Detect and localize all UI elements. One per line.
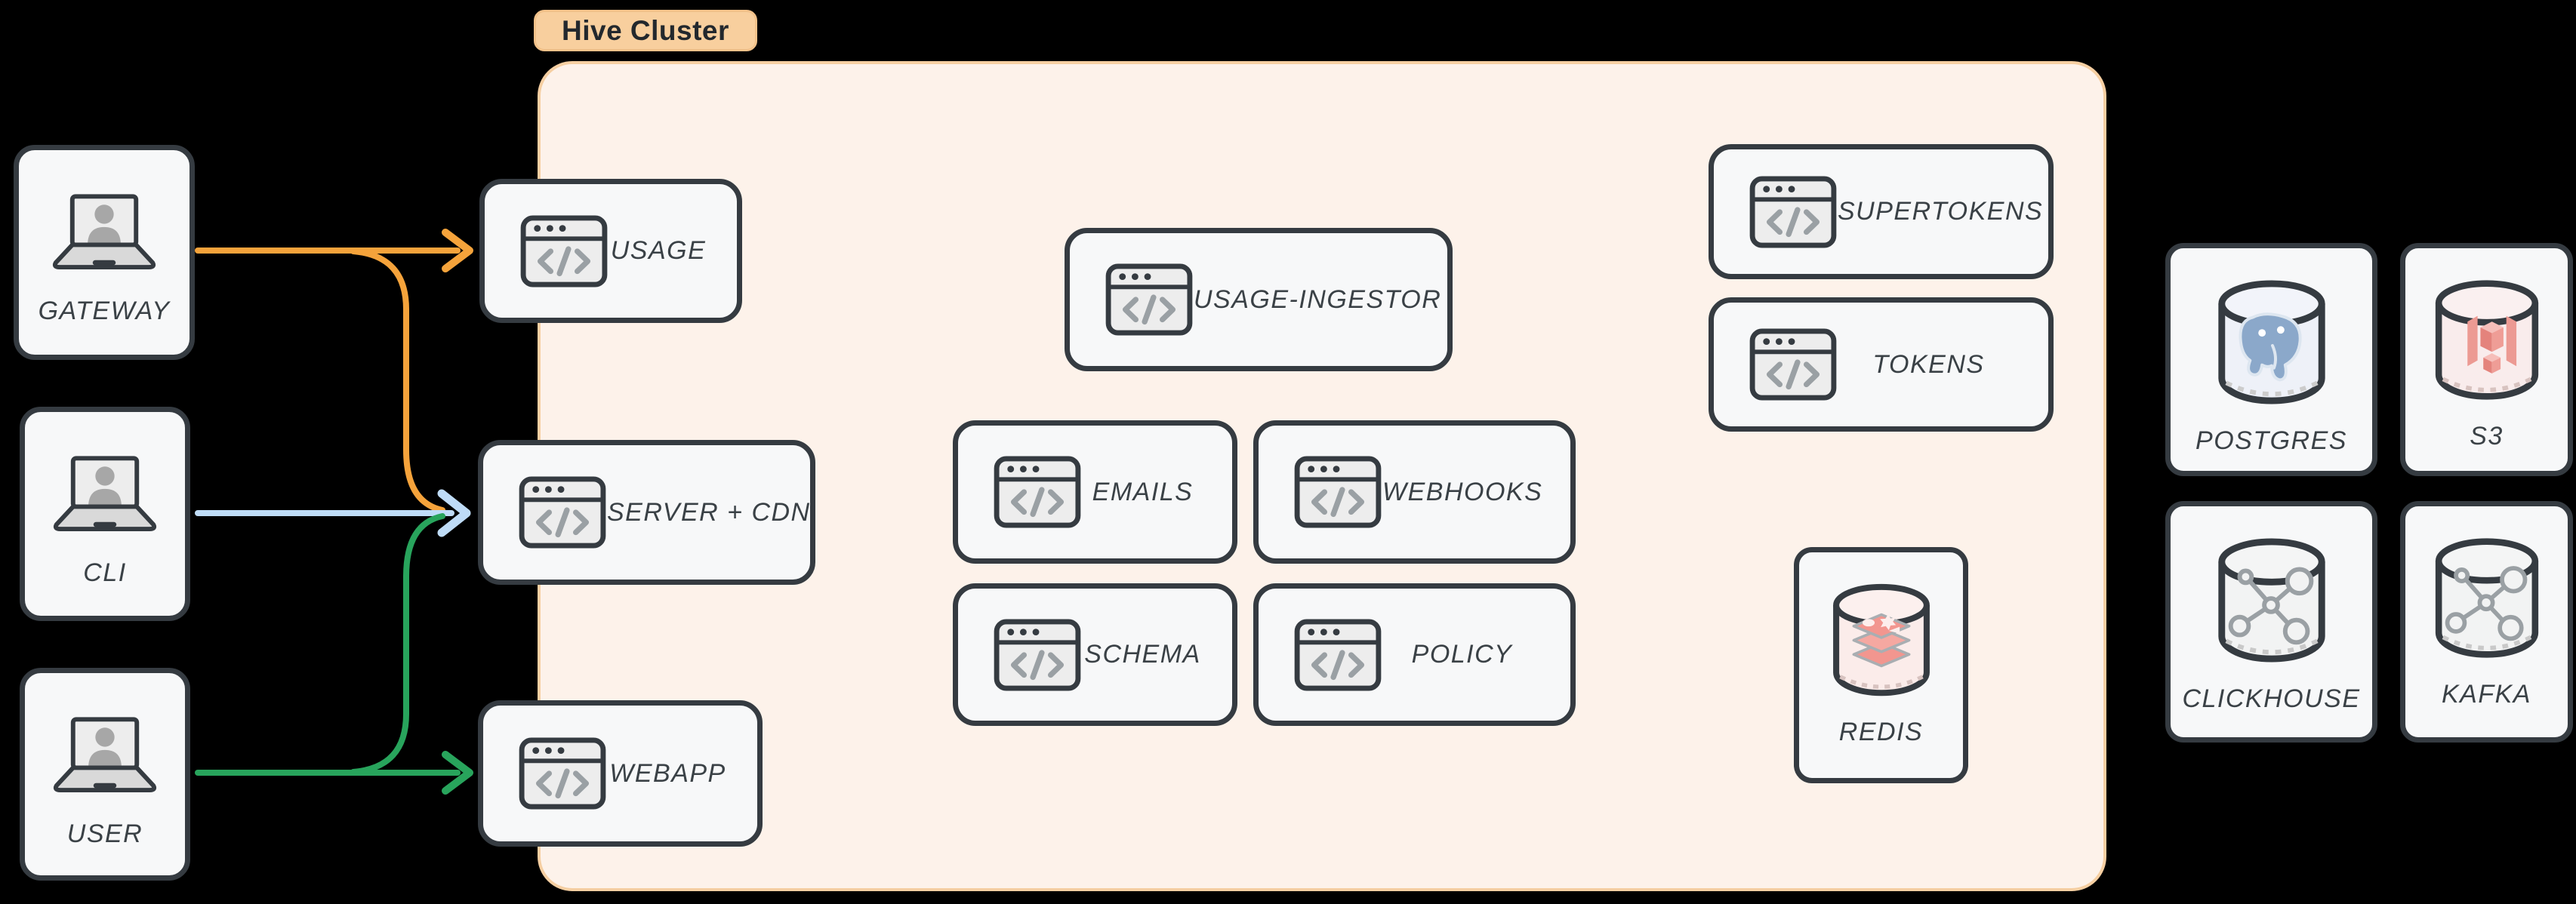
molecule-cylinder-icon [2435,538,2538,658]
node-clickhouse-label: CLICKHOUSE [2182,684,2361,713]
hive-cluster-label: Hive Cluster [534,10,757,51]
node-s3[interactable]: S3 [2400,243,2573,476]
code-window-icon [994,618,1081,691]
code-window-icon [1105,263,1193,336]
node-usage[interactable]: USAGE [479,179,742,323]
node-postgres[interactable]: POSTGRES [2165,243,2377,476]
edge-user-webapp-arrowhead [442,751,473,795]
node-supertokens-label: SUPERTOKENS [1838,197,2044,226]
edge-user-servercdn [350,513,445,775]
code-window-icon [1294,618,1382,691]
code-window-icon [994,456,1081,528]
node-server-cdn[interactable]: SERVER + CDN [478,440,815,585]
node-kafka-label: KAFKA [2442,680,2531,709]
laptop-user-icon [52,194,156,269]
code-window-icon [519,737,606,810]
node-emails[interactable]: EMAILS [953,420,1237,564]
node-webhooks[interactable]: WEBHOOKS [1253,420,1576,564]
node-cli-label: CLI [83,558,127,587]
s3-cylinder-icon [2435,280,2538,400]
node-server-cdn-label: SERVER + CDN [607,497,811,527]
node-usage-ingestor[interactable]: USAGE-INGESTOR [1065,228,1453,371]
node-user[interactable]: USER [20,668,190,881]
node-cli[interactable]: CLI [20,407,190,621]
node-emails-label: EMAILS [1092,477,1194,506]
node-supertokens[interactable]: SUPERTOKENS [1709,144,2054,279]
node-schema-label: SCHEMA [1084,640,1201,669]
molecule-cylinder-icon [2217,538,2325,663]
code-window-icon [519,476,606,549]
node-gateway[interactable]: GATEWAY [14,145,195,360]
code-window-icon [1749,175,1837,248]
code-window-icon [1294,456,1382,528]
node-user-label: USER [66,819,143,848]
node-redis[interactable]: REDIS [1794,547,1968,783]
node-kafka[interactable]: KAFKA [2400,501,2573,743]
node-webhooks-label: WEBHOOKS [1382,477,1543,506]
node-clickhouse[interactable]: CLICKHOUSE [2165,501,2377,743]
code-window-icon [1749,328,1837,401]
node-redis-label: REDIS [1838,718,1924,746]
redis-cylinder-icon [1832,583,1930,696]
edge-cli-servercdn-arrowhead [437,489,471,537]
node-usage-ingestor-label: USAGE-INGESTOR [1194,284,1442,314]
postgres-cylinder-icon [2217,280,2325,404]
node-schema[interactable]: SCHEMA [953,583,1237,726]
code-window-icon [520,214,608,287]
edge-gateway-servercdn [350,248,445,513]
node-usage-label: USAGE [610,236,707,265]
node-postgres-label: POSTGRES [2195,426,2347,455]
laptop-user-icon [53,456,157,531]
node-webapp[interactable]: WEBAPP [478,700,763,847]
hive-cluster-label-text: Hive Cluster [562,14,729,46]
edge-gateway-usage-arrowhead [442,229,473,272]
node-policy[interactable]: POLICY [1253,583,1576,726]
node-tokens[interactable]: TOKENS [1709,297,2054,432]
node-webapp-label: WEBAPP [609,758,726,788]
node-tokens-label: TOKENS [1872,349,1985,379]
node-gateway-label: GATEWAY [38,297,171,325]
node-s3-label: S3 [2470,422,2504,450]
laptop-user-icon [53,717,157,792]
node-policy-label: POLICY [1411,640,1513,669]
